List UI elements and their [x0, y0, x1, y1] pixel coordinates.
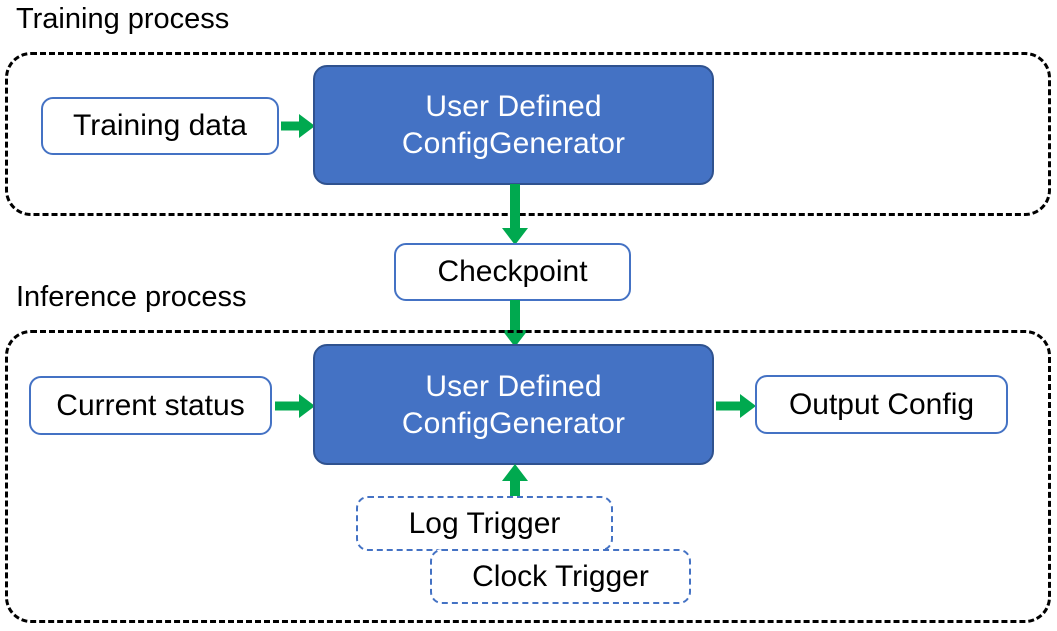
arrow-head: [740, 394, 756, 418]
arrow-generator-to-output-config: [716, 394, 756, 418]
node-inference-config-generator[interactable]: User Defined ConfigGenerator: [313, 344, 714, 465]
training-process-container: [5, 52, 1051, 216]
node-training-config-generator-label-line1: User Defined: [425, 90, 602, 123]
arrow-shaft: [716, 401, 742, 411]
node-training-data-label: Training data: [73, 109, 247, 142]
arrow-shaft: [275, 401, 301, 411]
arrow-generator-to-checkpoint: [502, 184, 528, 245]
arrow-head: [299, 114, 315, 138]
node-training-config-generator-label-line2: ConfigGenerator: [401, 127, 626, 160]
node-output-config-label: Output Config: [788, 387, 975, 421]
arrow-shaft: [510, 476, 520, 501]
arrow-shaft: [510, 184, 520, 230]
arrow-checkpoint-to-inference-generator: [502, 300, 528, 347]
arrow-training-data-to-generator: [281, 114, 315, 138]
arrow-shaft: [281, 121, 301, 131]
arrow-current-status-to-generator: [275, 394, 315, 418]
node-current-status-label: Current status: [56, 388, 245, 422]
node-inference-config-generator-label-line1: User Defined: [425, 369, 602, 403]
inference-process-container: [5, 330, 1051, 623]
node-clock-trigger-label: Clock Trigger: [472, 559, 649, 593]
arrow-head: [502, 228, 528, 245]
arrow-shaft: [510, 300, 520, 332]
node-output-config[interactable]: Output Config: [755, 375, 1008, 434]
arrow-triggers-to-generator: [502, 464, 528, 501]
inference-process-title: Inference process: [16, 281, 247, 313]
arrow-head: [299, 394, 315, 418]
node-current-status[interactable]: Current status: [29, 376, 272, 435]
node-training-config-generator-labels: User Defined ConfigGenerator: [402, 88, 625, 162]
node-checkpoint-label: Checkpoint: [437, 255, 588, 288]
training-process-title: Training process: [16, 3, 230, 35]
node-training-data[interactable]: Training data: [41, 97, 279, 155]
node-log-trigger[interactable]: Log Trigger: [356, 496, 613, 551]
node-log-trigger-label: Log Trigger: [408, 506, 561, 540]
node-clock-trigger[interactable]: Clock Trigger: [430, 549, 691, 604]
node-inference-config-generator-labels: User Defined ConfigGenerator: [402, 368, 625, 442]
node-checkpoint[interactable]: Checkpoint: [394, 243, 631, 301]
node-inference-config-generator-label-line2: ConfigGenerator: [401, 406, 626, 440]
node-training-config-generator[interactable]: User Defined ConfigGenerator: [313, 65, 714, 185]
arrow-head: [502, 464, 528, 481]
arrow-head: [502, 330, 528, 347]
